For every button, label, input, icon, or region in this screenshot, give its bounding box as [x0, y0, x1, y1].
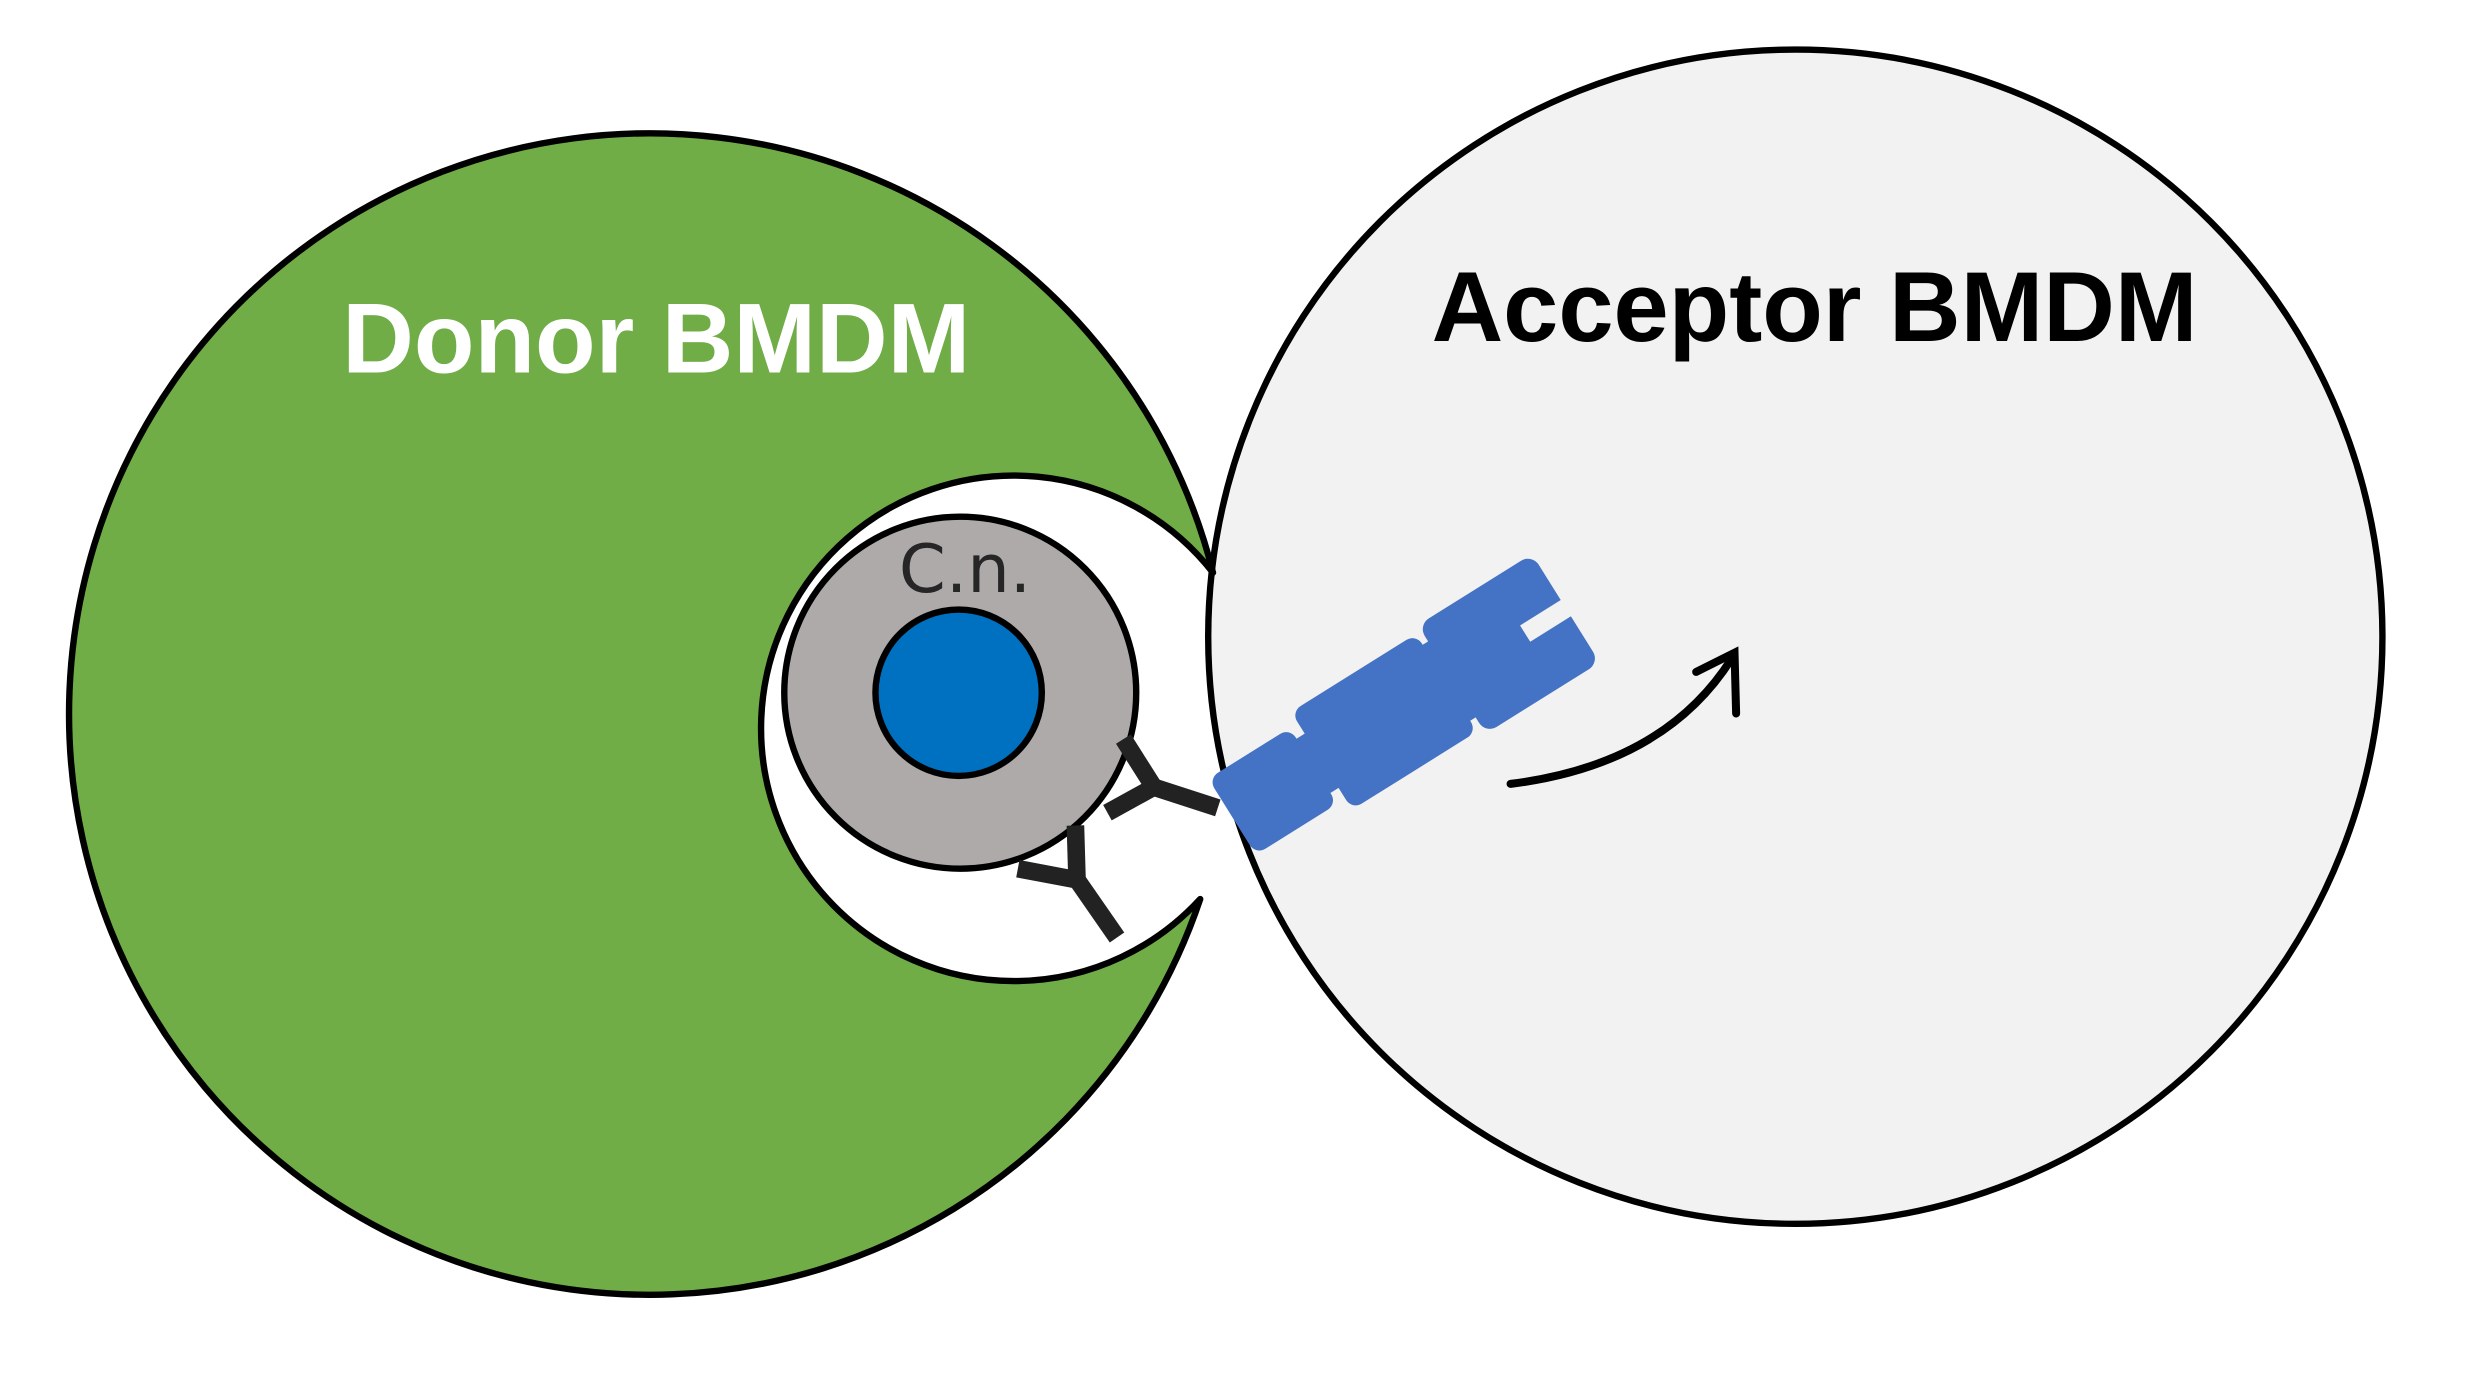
- curved-arrow-icon: [1506, 646, 1741, 788]
- fc-receptor-icon: [1212, 558, 1595, 851]
- acceptor-label: Acceptor BMDM: [1432, 252, 2198, 363]
- donor-label: Donor BMDM: [342, 284, 970, 395]
- antibody-icon: [1016, 825, 1125, 943]
- cryptococcus-label: C.n.: [899, 530, 1031, 608]
- cryptococcus-cell: [872, 606, 1046, 780]
- acceptor-cell: [1205, 46, 2386, 1228]
- donor-cell: [65, 130, 1217, 1298]
- antibody-icon: [1103, 734, 1221, 821]
